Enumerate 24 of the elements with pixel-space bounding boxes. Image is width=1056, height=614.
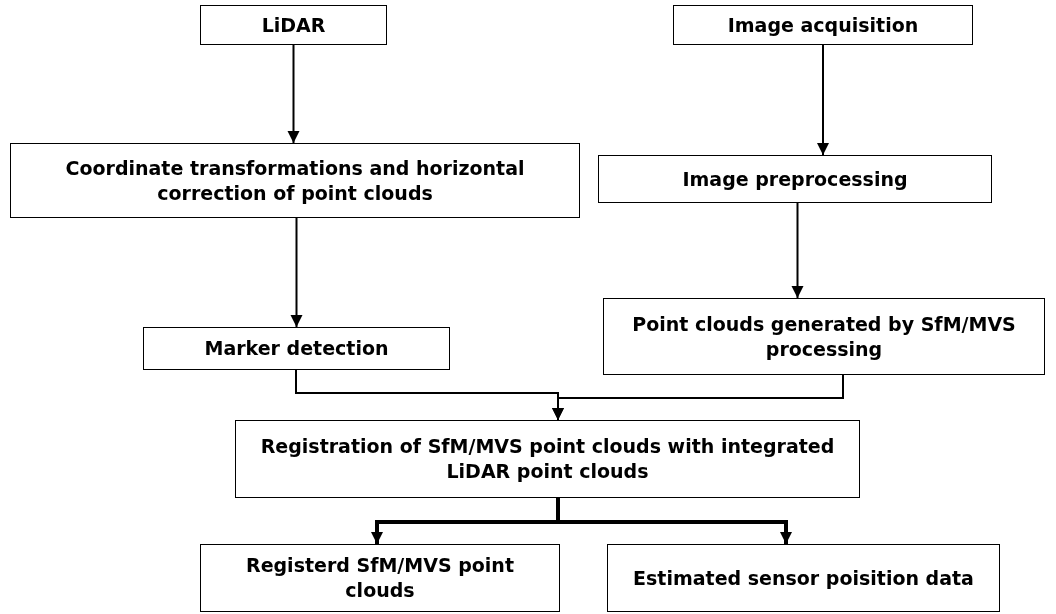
process-box xyxy=(143,327,450,370)
box-label: Coordinate transformations and horizontal correction of point clouds xyxy=(64,155,526,206)
box-label: Marker detection xyxy=(204,336,389,361)
process-box xyxy=(200,544,560,612)
arrow xyxy=(552,374,844,421)
box-label: Registration of SfM/MVS point clouds with integrated LiDAR point clouds xyxy=(259,434,836,484)
process-box xyxy=(603,298,1045,375)
box-label: Registerd SfM/MVS point clouds xyxy=(245,553,515,603)
box-label: Estimated sensor poisition data xyxy=(633,565,974,591)
box-label: Point clouds generated by SfM/MVS processing xyxy=(631,311,1017,362)
box-label: Image preprocessing xyxy=(682,166,908,192)
arrow xyxy=(287,44,300,144)
process-box xyxy=(607,544,1000,612)
box-label: Image acquisition xyxy=(727,12,919,38)
process-box xyxy=(673,5,973,45)
arrow xyxy=(556,498,792,544)
arrow xyxy=(817,44,829,156)
process-box xyxy=(200,5,387,45)
arrow xyxy=(290,217,303,328)
arrow xyxy=(791,202,804,299)
box-label: LiDAR xyxy=(261,12,326,38)
process-box xyxy=(235,420,860,498)
process-box xyxy=(598,155,992,203)
process-box xyxy=(10,143,580,218)
